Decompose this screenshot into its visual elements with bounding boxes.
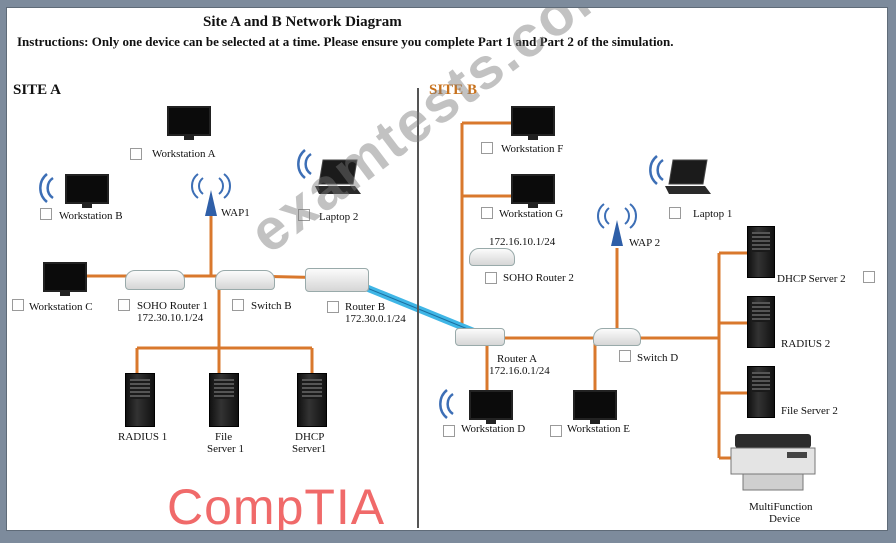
switch-b[interactable] — [215, 270, 275, 290]
workstation-e-label: Workstation E — [567, 423, 630, 435]
switch-d-label: Switch D — [637, 352, 679, 364]
laptop-1-checkbox[interactable] — [669, 207, 681, 219]
dhcp-server-2-checkbox[interactable] — [863, 271, 875, 283]
workstation-a-label: Workstation A — [152, 148, 216, 160]
monitor-icon — [573, 390, 617, 420]
wap1-wifi-icon — [191, 173, 231, 199]
monitor-icon — [65, 174, 109, 204]
instructions: Instructions: Only one device can be sel… — [17, 34, 674, 49]
page-title: Site A and B Network Diagram — [203, 14, 402, 30]
network-links — [39, 121, 747, 460]
router-a-ip: 172.16.0.1/24 — [489, 365, 550, 377]
dhcp-server-2[interactable] — [747, 226, 775, 278]
file-server-2[interactable] — [747, 366, 775, 418]
laptop1-wifi-icon — [649, 155, 664, 185]
monitor-icon — [511, 106, 555, 136]
wap1-label: WAP1 — [221, 207, 250, 219]
wsD-wifi-icon — [439, 389, 454, 419]
dhcp-server-1[interactable] — [297, 373, 327, 427]
router-b-checkbox[interactable] — [327, 301, 339, 313]
laptop-2[interactable] — [315, 158, 363, 196]
site-b-label: SITE B — [429, 82, 477, 98]
file-server-1[interactable] — [209, 373, 239, 427]
router-a-label: Router A — [497, 353, 538, 365]
monitor-icon — [511, 174, 555, 204]
workstation-d-label: Workstation D — [461, 423, 526, 435]
dhcp-server-2-label: DHCP Server 2 — [777, 273, 846, 285]
wap1-antenna-icon — [205, 190, 217, 216]
laptop-icon — [665, 159, 711, 194]
multifunction-label-2: Device — [769, 513, 801, 525]
dhcp-server-1-label-2: Server1 — [292, 443, 327, 455]
workstation-g-label: Workstation G — [499, 208, 564, 220]
site-a-label: SITE A — [13, 82, 61, 98]
soho-router-2[interactable] — [469, 248, 515, 266]
soho-router-2-label: SOHO Router 2 — [503, 272, 574, 284]
comptia-logo: CompTIA — [167, 479, 386, 531]
laptop2-wifi-icon — [297, 149, 312, 179]
file-server-2-label: File Server 2 — [781, 405, 838, 417]
laptop-2-checkbox[interactable] — [298, 209, 310, 221]
workstation-g-checkbox[interactable] — [481, 207, 493, 219]
soho-router-1[interactable] — [125, 270, 185, 290]
soho-router-2-checkbox[interactable] — [485, 272, 497, 284]
laptop-icon — [315, 159, 361, 194]
workstation-d-checkbox[interactable] — [443, 425, 455, 437]
file-server-1-label-2: Server 1 — [207, 443, 244, 455]
router-a[interactable] — [455, 328, 505, 346]
switch-d[interactable] — [593, 328, 641, 346]
switch-d-checkbox[interactable] — [619, 350, 631, 362]
router-b[interactable] — [305, 268, 369, 292]
workstation-b-checkbox[interactable] — [40, 208, 52, 220]
soho-router-1-label: SOHO Router 1 — [137, 300, 208, 312]
laptop-1-label: Laptop 1 — [693, 208, 733, 220]
workstation-a-checkbox[interactable] — [130, 148, 142, 160]
workstation-e-checkbox[interactable] — [550, 425, 562, 437]
multifunction-device[interactable] — [729, 430, 817, 494]
soho-router-1-ip: 172.30.10.1/24 — [137, 312, 204, 324]
router-b-ip: 172.30.0.1/24 — [345, 313, 406, 325]
file-server-1-label-1: File — [215, 431, 233, 443]
workstation-c-label: Workstation C — [29, 301, 93, 313]
workstation-g-ip: 172.16.10.1/24 — [489, 236, 556, 248]
wap-2-label: WAP 2 — [629, 237, 661, 249]
laptop-2-label: Laptop 2 — [319, 211, 359, 223]
soho-router-1-checkbox[interactable] — [118, 299, 130, 311]
monitor-icon — [43, 262, 87, 292]
radius-1[interactable] — [125, 373, 155, 427]
radius-2[interactable] — [747, 296, 775, 348]
workstation-f-checkbox[interactable] — [481, 142, 493, 154]
diagram-canvas: Site A and B Network Diagram Instruction… — [6, 7, 888, 531]
switch-b-checkbox[interactable] — [232, 299, 244, 311]
printer-icon — [730, 434, 816, 491]
site-divider — [417, 88, 419, 528]
wsB-wifi-icon — [39, 173, 54, 203]
monitor-icon — [167, 106, 211, 136]
switch-b-label: Switch B — [251, 300, 292, 312]
workstation-b-label: Workstation B — [59, 210, 123, 222]
workstation-c-checkbox[interactable] — [12, 299, 24, 311]
router-b-label: Router B — [345, 301, 386, 313]
wap2-wifi-icon — [597, 203, 637, 229]
wap2-antenna-icon — [611, 220, 623, 246]
monitor-icon — [469, 390, 513, 420]
multifunction-label-1: MultiFunction — [749, 501, 813, 513]
radius-2-label: RADIUS 2 — [781, 338, 831, 350]
radius-1-label: RADIUS 1 — [118, 431, 168, 443]
workstation-f-label: Workstation F — [501, 143, 564, 155]
dhcp-server-1-label-1: DHCP — [295, 431, 325, 443]
laptop-1[interactable] — [665, 158, 713, 196]
